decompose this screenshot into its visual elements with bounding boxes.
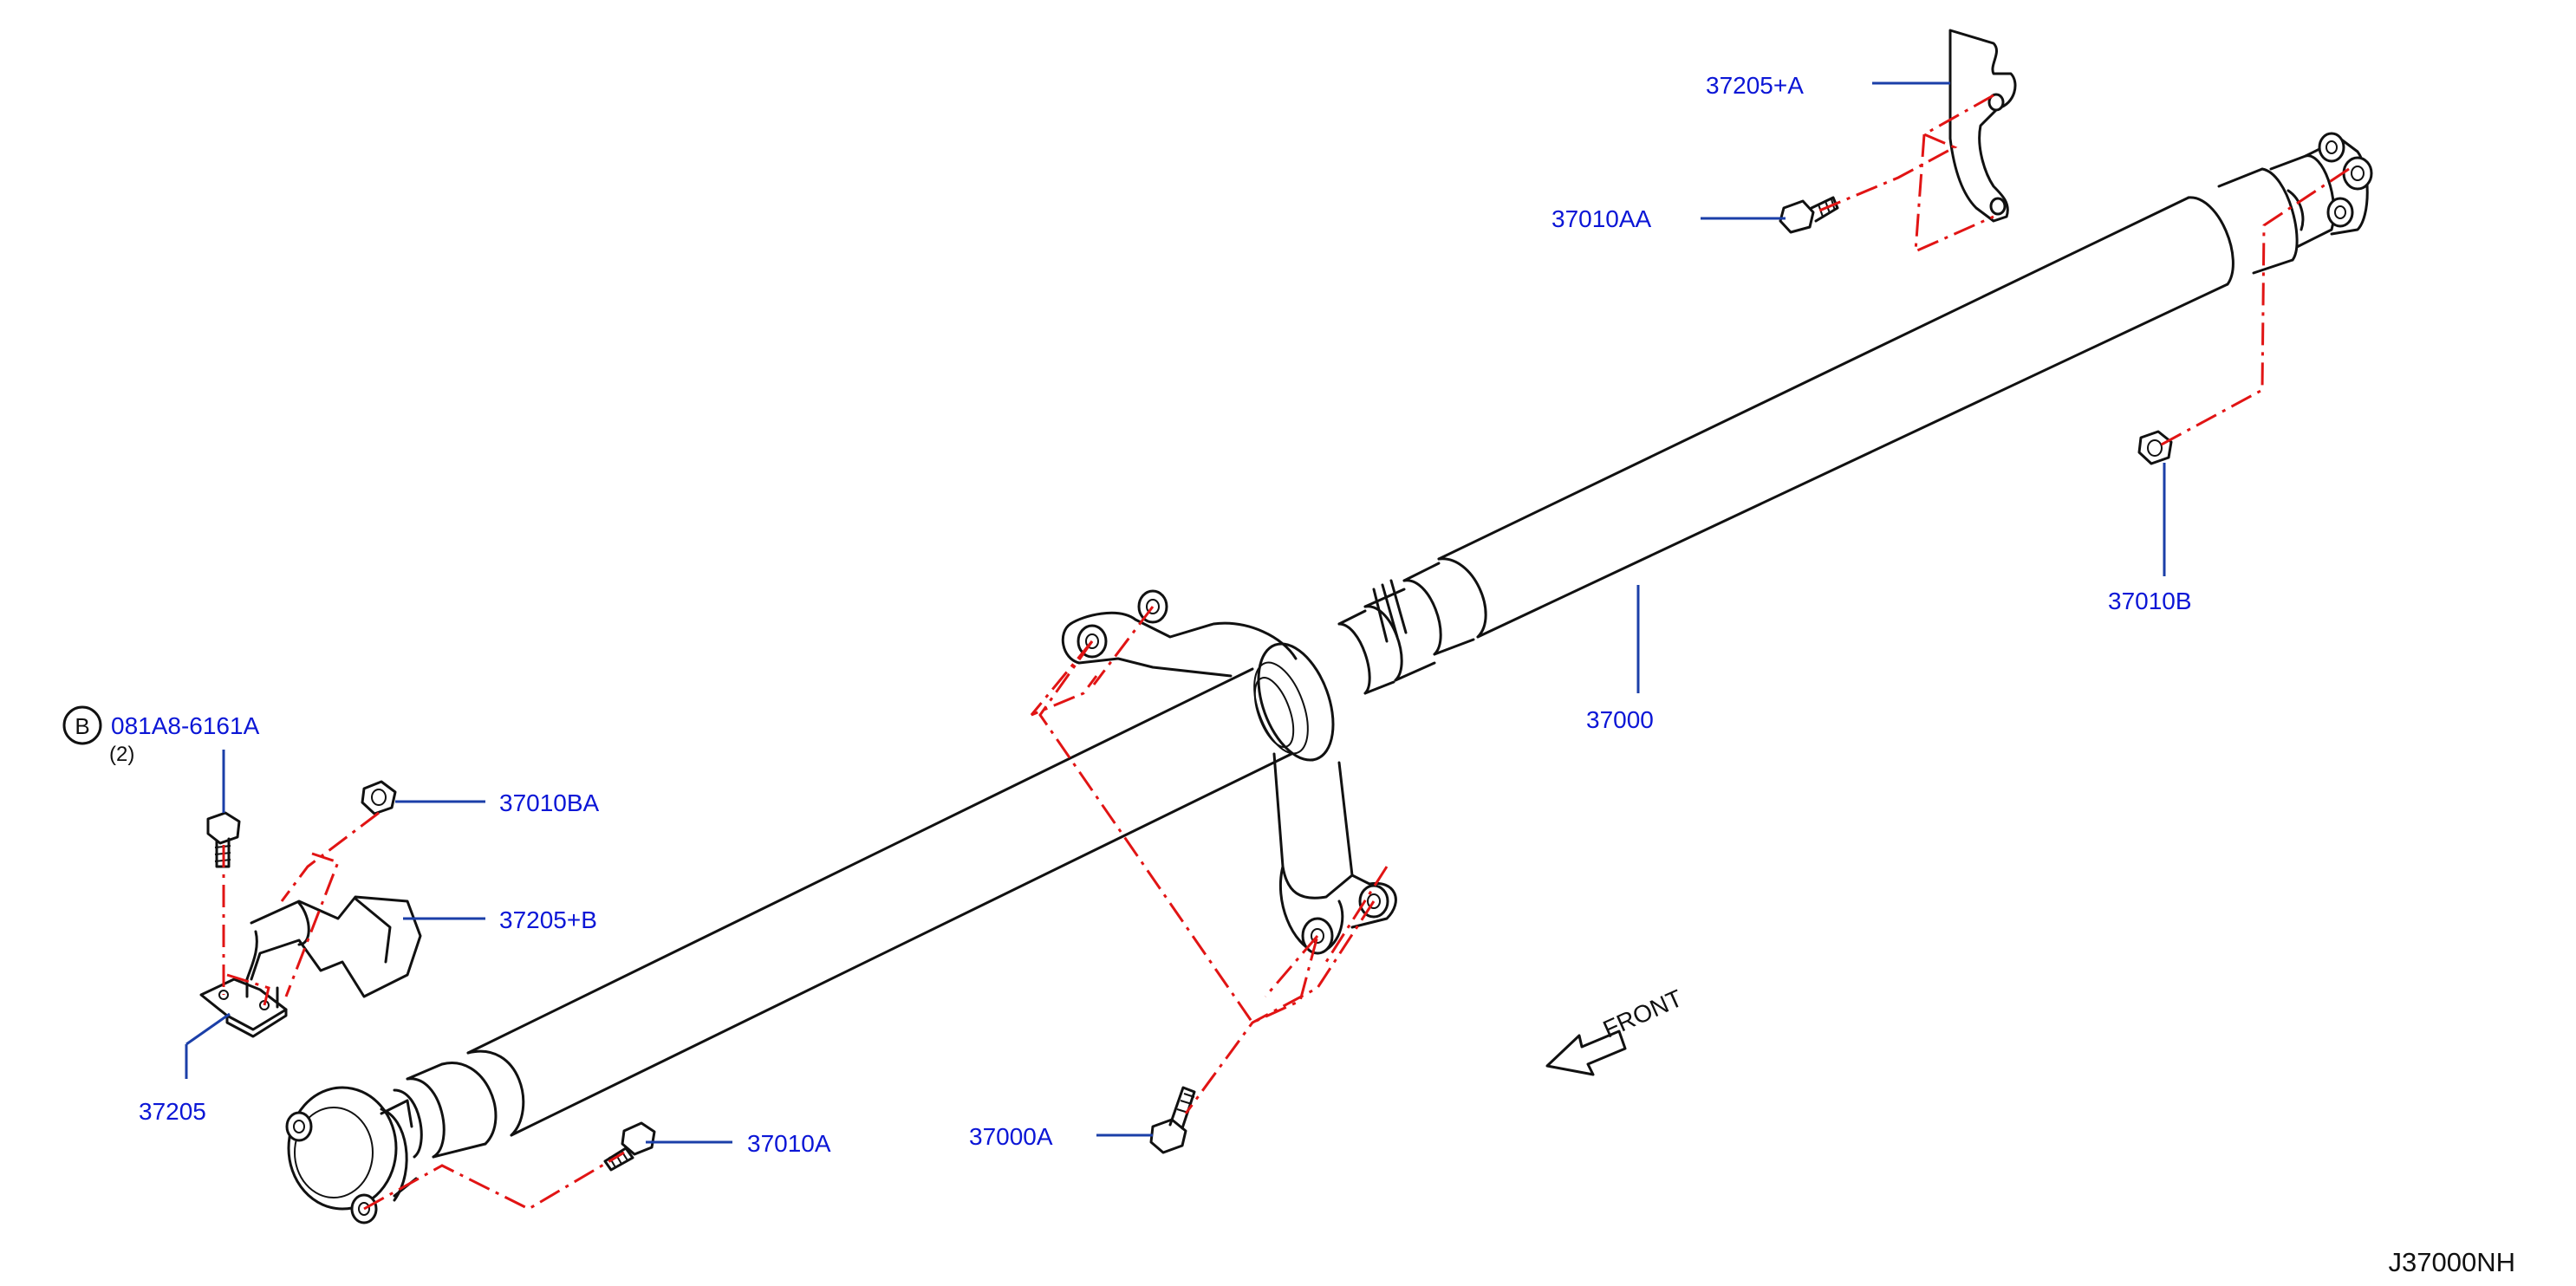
callout-37000a[interactable]: 37000A	[969, 1123, 1053, 1150]
diagram-code: J37000NH	[2389, 1247, 2515, 1277]
callout-081a8-6161a[interactable]: B 081A8-6161A (2)	[62, 705, 260, 766]
heat-shield-b[interactable]	[245, 895, 422, 998]
b-marker-icon	[62, 705, 102, 745]
callout-081a8-text[interactable]: 081A8-6161A	[111, 712, 260, 739]
bolt-37000a[interactable]	[1149, 1086, 1196, 1154]
callout-qty: (2)	[109, 743, 134, 766]
callout-37205[interactable]: 37205	[139, 1098, 206, 1125]
propeller-shaft[interactable]	[285, 167, 2299, 1224]
bolt-37010aa[interactable]	[1779, 196, 1839, 234]
front-arrow-icon	[1545, 1029, 1627, 1076]
b-marker-letter: B	[75, 713, 89, 739]
leader-lines	[185, 81, 2166, 1144]
phantom-lines	[222, 94, 2350, 1211]
callout-37205-a[interactable]: 37205+A	[1706, 72, 1804, 99]
callout-37010ba[interactable]: 37010BA	[499, 789, 600, 816]
heat-shield-a[interactable]	[1948, 29, 2017, 223]
nut-37010b[interactable]	[2137, 430, 2173, 465]
nut-37010ba[interactable]	[361, 780, 397, 815]
callout-37010a[interactable]: 37010A	[747, 1130, 831, 1157]
callout-37010aa[interactable]: 37010AA	[1551, 205, 1652, 232]
callout-37000[interactable]: 37000	[1586, 706, 1654, 733]
callout-37205-b[interactable]: 37205+B	[499, 906, 597, 933]
center-bearing-bracket[interactable]	[1061, 589, 1397, 955]
rear-flange	[285, 1086, 418, 1224]
front-label: FRONT	[1599, 984, 1687, 1043]
front-flange	[2269, 132, 2373, 249]
bracket-37205[interactable]	[199, 977, 288, 1038]
callout-37010b[interactable]: 37010B	[2108, 588, 2192, 614]
bolt-37010a[interactable]	[603, 1121, 656, 1172]
